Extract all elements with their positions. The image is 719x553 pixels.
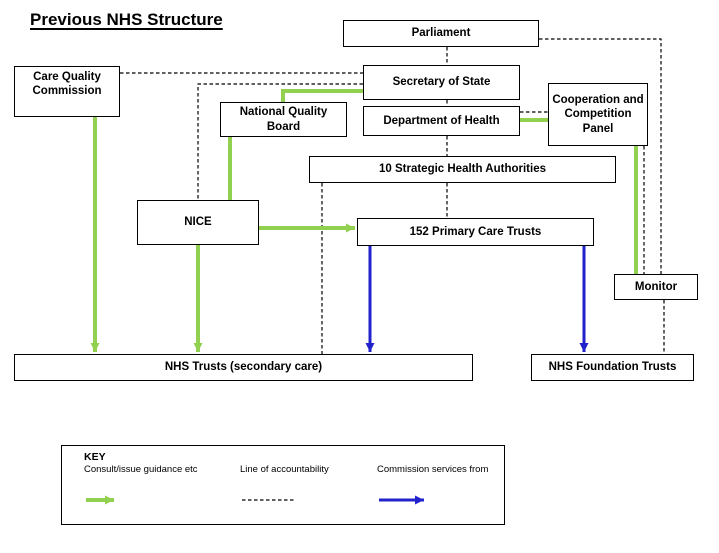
node-label: 152 Primary Care Trusts [409,225,542,238]
green-arrow-icon [86,495,114,505]
node-label: Secretary of State [392,76,491,89]
node-secretary-of-state: Secretary of State [363,65,520,100]
legend-title: KEY [84,451,106,463]
node-label: NICE [184,216,212,229]
node-national-quality-board: National Quality Board [220,102,347,137]
node-label: Monitor [634,280,678,293]
legend-item-commission: Commission services from [377,464,527,507]
node-nhs-foundation-trusts: NHS Foundation Trusts [531,354,694,381]
node-care-quality-commission: Care Quality Commission [14,66,120,117]
page-title: Previous NHS Structure [30,10,223,29]
dashed-line-icon [242,499,295,501]
node-nhs-trusts: NHS Trusts (secondary care) [14,354,473,381]
legend-item-accountability: Line of accountability [240,464,390,507]
node-strategic-health-authorities: 10 Strategic Health Authorities [309,156,616,183]
node-monitor: Monitor [614,274,698,300]
node-label: Department of Health [383,114,500,127]
legend-item-consult: Consult/issue guidance etc [84,464,234,507]
dashed-edge-secretary-nice [197,83,363,200]
node-cooperation-competition-panel: Cooperation and Competition Panel [548,83,648,146]
node-primary-care-trusts: 152 Primary Care Trusts [357,218,594,246]
node-label: 10 Strategic Health Authorities [378,163,546,176]
node-label: NHS Trusts (secondary care) [164,361,323,374]
legend-item-label: Line of accountability [240,464,329,475]
node-nice: NICE [137,200,259,245]
node-label: NHS Foundation Trusts [548,361,677,374]
node-label: National Quality Board [239,106,328,133]
legend-item-label: Consult/issue guidance etc [84,464,198,475]
node-label: Cooperation and Competition Panel [552,94,644,135]
legend-item-label: Commission services from [377,464,489,475]
node-parliament: Parliament [343,20,539,47]
node-label: Parliament [411,27,471,40]
legend: KEY Consult/issue guidance etc Line of a… [61,445,505,525]
blue-arrow-icon [379,495,424,505]
node-department-of-health: Department of Health [363,106,520,136]
green-edge-secretary-nqb [281,89,363,102]
dashed-edge-parliament-monitor [539,38,662,274]
node-label: Care Quality Commission [32,71,102,98]
